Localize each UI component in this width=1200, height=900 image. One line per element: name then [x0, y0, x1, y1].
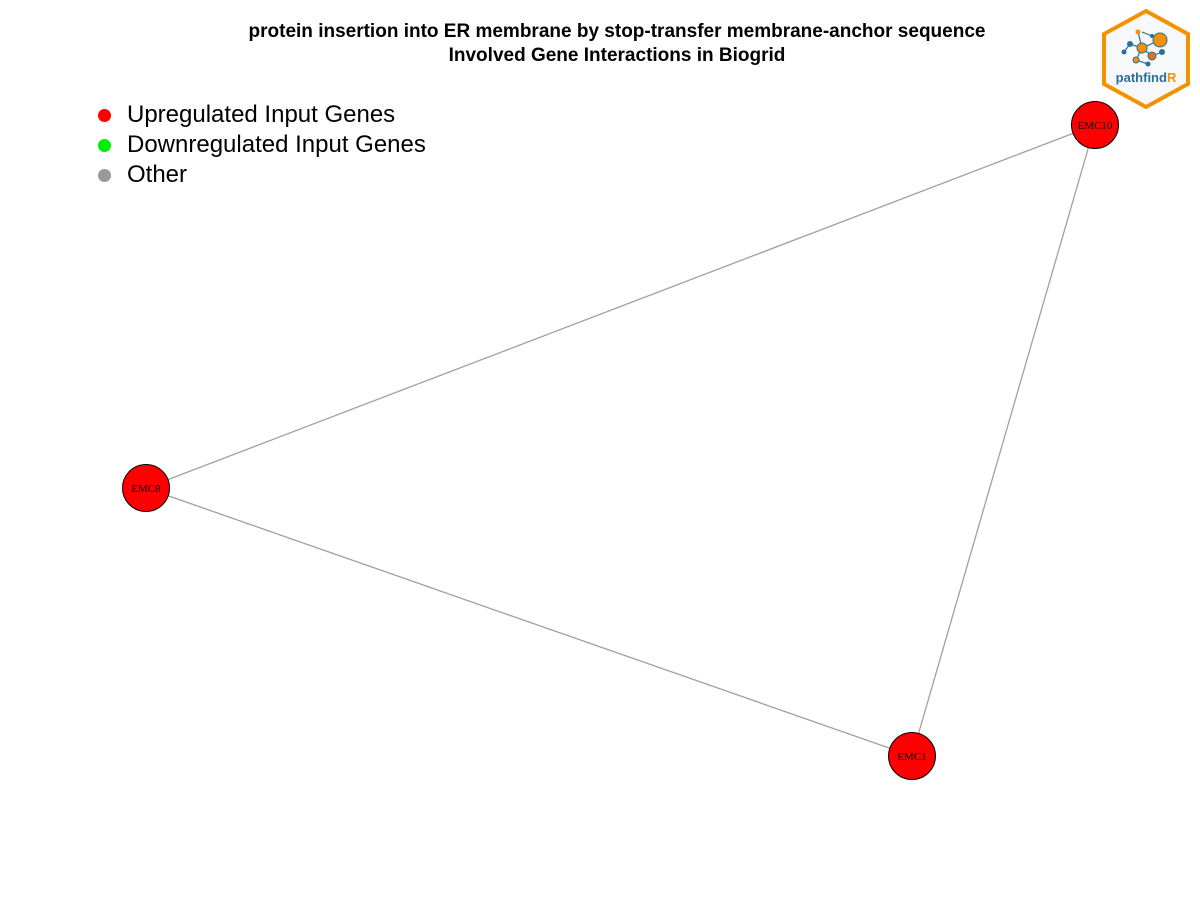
edge-emc10-emc1 [911, 124, 1096, 757]
title-line-2: Involved Gene Interactions in Biogrid [448, 45, 786, 66]
node-emc8: EMC8 [122, 464, 170, 512]
edge-emc10-emc8 [145, 124, 1096, 489]
node-circle [122, 464, 170, 512]
logo-text-main: pathfind [1116, 70, 1167, 85]
svg-text:pathfindR: pathfindR [1116, 70, 1177, 85]
edge-emc8-emc1 [145, 487, 913, 757]
logo-text-accent: R [1167, 70, 1177, 85]
legend-dot-other [98, 168, 111, 182]
legend-item-other: Other [98, 160, 426, 190]
legend-label-downregulated: Downregulated Input Genes [127, 131, 426, 158]
node-emc10: EMC10 [1071, 101, 1119, 149]
node-circle [1071, 101, 1119, 149]
legend-label-other: Other [127, 161, 188, 188]
pathfindr-logo: pathfindR [1102, 8, 1190, 110]
legend-item-downregulated: Downregulated Input Genes [98, 130, 426, 160]
node-label: EMC10 [1078, 120, 1113, 132]
legend-label-upregulated: Upregulated Input Genes [127, 101, 396, 128]
node-label: EMC1 [897, 751, 926, 763]
title-line-1: protein insertion into ER membrane by st… [248, 21, 986, 42]
node-emc1: EMC1 [888, 732, 936, 780]
edge-layer [145, 124, 1096, 757]
chart-title: protein insertion into ER membrane by st… [0, 20, 1200, 68]
legend-item-upregulated: Upregulated Input Genes [98, 100, 426, 130]
node-circle [888, 732, 936, 780]
legend-dot-upregulated [98, 108, 111, 122]
legend: Upregulated Input Genes Downregulated In… [98, 100, 426, 190]
node-label: EMC8 [131, 483, 161, 495]
legend-dot-downregulated [98, 138, 111, 152]
